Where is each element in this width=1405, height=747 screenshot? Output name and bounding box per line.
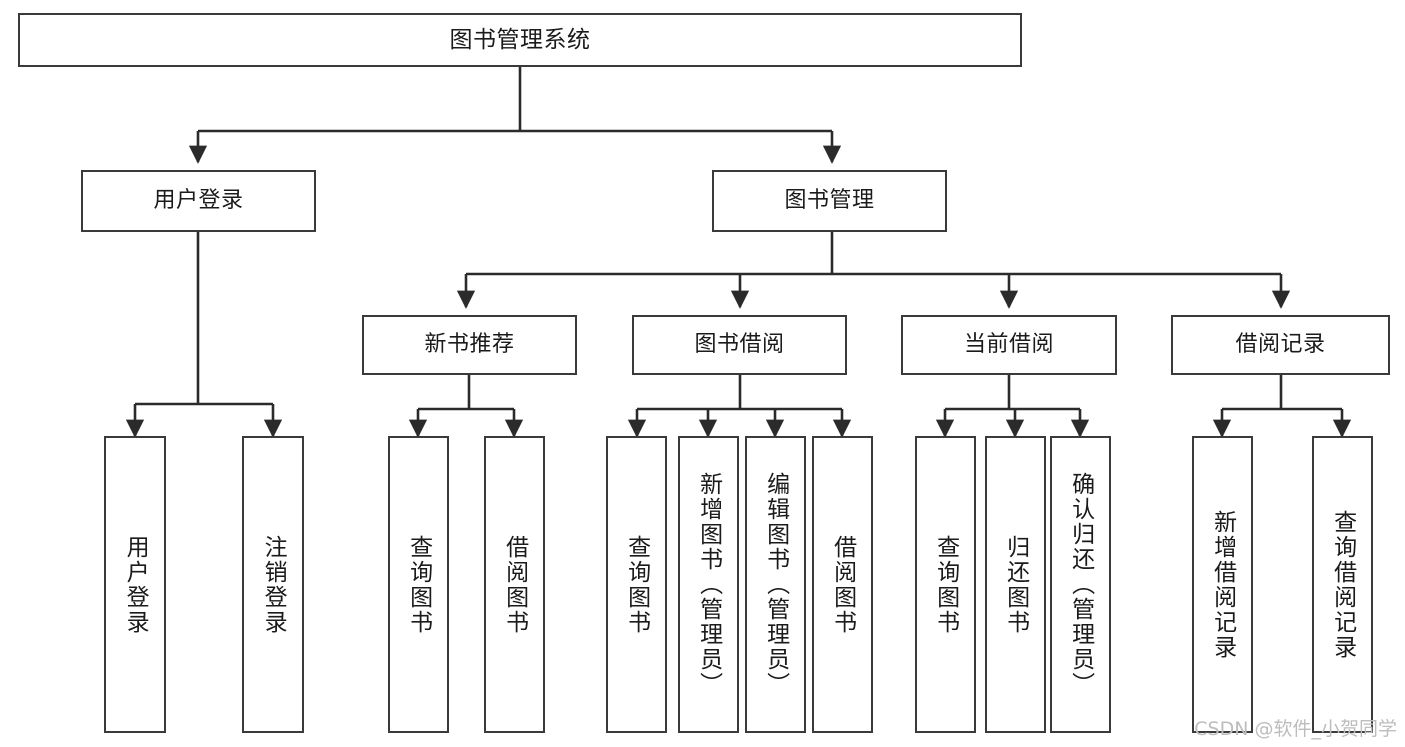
- leaf-borrow-record-query[interactable]: 查询借阅记录: [1312, 436, 1373, 733]
- watermark-text: CSDN @软件_小贺同学: [1194, 718, 1397, 740]
- node-new-book-recommend[interactable]: 新书推荐: [362, 315, 577, 375]
- node-borrow-record[interactable]: 借阅记录: [1171, 315, 1390, 375]
- node-borrow-record-label: 借阅记录: [1235, 332, 1326, 357]
- leaf-new-book-query[interactable]: 查询图书: [388, 436, 449, 733]
- leaf-borrow-record-add[interactable]: 新增借阅记录: [1192, 436, 1253, 733]
- node-current-borrow-label: 当前借阅: [963, 332, 1054, 357]
- leaf-current-borrow-return-label: 归还图书: [1002, 534, 1029, 635]
- leaf-book-borrow-query[interactable]: 查询图书: [606, 436, 667, 733]
- leaf-user-login-login[interactable]: 用户登录: [104, 436, 166, 733]
- leaf-new-book-borrow-label: 借阅图书: [501, 534, 528, 635]
- leaf-current-borrow-return[interactable]: 归还图书: [985, 436, 1046, 733]
- node-book-borrow-label: 图书借阅: [694, 332, 785, 357]
- node-book-management-label: 图书管理: [784, 188, 875, 213]
- leaf-book-borrow-add-label: 新增图书（管理员）: [695, 472, 722, 697]
- leaf-book-borrow-add[interactable]: 新增图书（管理员）: [678, 436, 739, 733]
- leaf-book-borrow-borrow[interactable]: 借阅图书: [812, 436, 873, 733]
- node-root[interactable]: 图书管理系统: [18, 13, 1022, 67]
- leaf-user-login-logout[interactable]: 注销登录: [242, 436, 304, 733]
- node-current-borrow[interactable]: 当前借阅: [901, 315, 1117, 375]
- leaf-user-login-logout-label: 注销登录: [260, 534, 287, 635]
- leaf-borrow-record-query-label: 查询借阅记录: [1329, 509, 1356, 660]
- leaf-new-book-borrow[interactable]: 借阅图书: [484, 436, 545, 733]
- node-user-login-label: 用户登录: [153, 188, 244, 213]
- leaf-book-borrow-edit[interactable]: 编辑图书（管理员）: [745, 436, 806, 733]
- node-user-login[interactable]: 用户登录: [81, 170, 316, 232]
- leaf-book-borrow-edit-label: 编辑图书（管理员）: [762, 472, 789, 697]
- leaf-user-login-login-label: 用户登录: [122, 534, 149, 635]
- leaf-borrow-record-add-label: 新增借阅记录: [1209, 509, 1236, 660]
- node-new-book-recommend-label: 新书推荐: [424, 332, 515, 357]
- leaf-new-book-query-label: 查询图书: [405, 534, 432, 635]
- node-book-borrow[interactable]: 图书借阅: [632, 315, 847, 375]
- leaf-book-borrow-borrow-label: 借阅图书: [829, 534, 856, 635]
- leaf-current-borrow-query-label: 查询图书: [932, 534, 959, 635]
- leaf-book-borrow-query-label: 查询图书: [623, 534, 650, 635]
- leaf-current-borrow-confirm[interactable]: 确认归还（管理员）: [1050, 436, 1111, 733]
- leaf-current-borrow-confirm-label: 确认归还（管理员）: [1067, 472, 1094, 697]
- node-root-label: 图书管理系统: [449, 26, 591, 53]
- leaf-current-borrow-query[interactable]: 查询图书: [915, 436, 976, 733]
- node-book-management[interactable]: 图书管理: [712, 170, 947, 232]
